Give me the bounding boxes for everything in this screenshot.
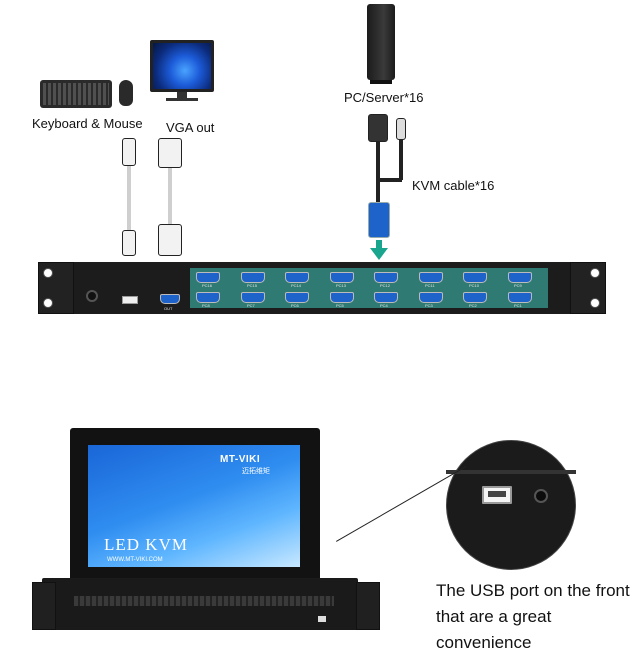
port-label: PC4 bbox=[380, 303, 388, 308]
pc-tower-icon bbox=[367, 4, 395, 80]
usb-plug-icon bbox=[396, 118, 406, 140]
port-label: PC6 bbox=[291, 303, 299, 308]
port-label: PC13 bbox=[336, 283, 347, 288]
vga-port bbox=[374, 292, 398, 303]
vga-out-label: VGA out bbox=[166, 120, 215, 135]
vga-port bbox=[241, 272, 265, 283]
screen-title: LED KVM bbox=[104, 535, 188, 554]
vga-port bbox=[330, 272, 354, 283]
dc-jack-icon bbox=[86, 290, 98, 302]
vga-port bbox=[508, 292, 532, 303]
brand-cn: 迈拓维矩 bbox=[242, 468, 270, 475]
port-label: PC12 bbox=[380, 283, 391, 288]
keyboard-keys bbox=[74, 596, 334, 606]
port-label: PC16 bbox=[202, 283, 213, 288]
port-label: PC7 bbox=[247, 303, 255, 308]
mouse-icon bbox=[119, 80, 133, 106]
tray-ear-left bbox=[32, 582, 56, 630]
vga-port bbox=[419, 272, 443, 283]
rack-ear-right bbox=[570, 262, 606, 314]
vga-port bbox=[419, 292, 443, 303]
monitor-icon bbox=[150, 40, 214, 92]
usb-port bbox=[122, 296, 138, 304]
tray-ear-right bbox=[356, 582, 380, 630]
port-label: PC2 bbox=[469, 303, 477, 308]
keyboard-mouse-label: Keyboard & Mouse bbox=[32, 116, 143, 131]
port-label: PC14 bbox=[291, 283, 302, 288]
vga-plug-icon bbox=[368, 202, 390, 238]
lcd-screen bbox=[88, 445, 300, 567]
out-label: OUT bbox=[164, 306, 173, 311]
port-label: PC15 bbox=[247, 283, 258, 288]
vga-port bbox=[463, 292, 487, 303]
keyboard-icon bbox=[40, 80, 112, 108]
vga-port bbox=[285, 272, 309, 283]
usb-plug-icon bbox=[122, 230, 136, 256]
down-arrow-icon bbox=[370, 248, 388, 260]
vga-port bbox=[285, 292, 309, 303]
vga-plug-icon bbox=[368, 114, 388, 142]
vga-port bbox=[330, 292, 354, 303]
vga-port bbox=[196, 272, 220, 283]
port-label: PC9 bbox=[514, 283, 522, 288]
front-usb-port bbox=[318, 616, 326, 622]
usb-plug-icon bbox=[122, 138, 136, 166]
audio-jack-icon bbox=[534, 489, 548, 503]
kvm-cable-label: KVM cable*16 bbox=[412, 178, 495, 193]
vga-port bbox=[241, 292, 265, 303]
port-label: PC5 bbox=[336, 303, 344, 308]
pc-server-label: PC/Server*16 bbox=[344, 90, 424, 105]
vga-plug-icon bbox=[158, 224, 182, 256]
website-text: WWW.MT-VIKI.COM bbox=[107, 557, 163, 563]
vga-port bbox=[463, 272, 487, 283]
usb-caption: The USB port on the front that are a gre… bbox=[436, 581, 630, 652]
usb-zoom-circle bbox=[446, 440, 576, 570]
port-label: PC10 bbox=[469, 283, 480, 288]
port-label: PC8 bbox=[202, 303, 210, 308]
vga-port bbox=[196, 292, 220, 303]
vga-port bbox=[508, 272, 532, 283]
vga-out-port bbox=[160, 294, 180, 304]
vga-plug-icon bbox=[158, 138, 182, 168]
vga-port bbox=[374, 272, 398, 283]
port-label: PC3 bbox=[425, 303, 433, 308]
usb-cable bbox=[127, 166, 131, 232]
vga-cable bbox=[168, 168, 172, 226]
port-label: PC11 bbox=[425, 283, 435, 288]
brand-logo: MT-VIKI bbox=[220, 454, 261, 465]
port-label: PC1 bbox=[514, 303, 522, 308]
